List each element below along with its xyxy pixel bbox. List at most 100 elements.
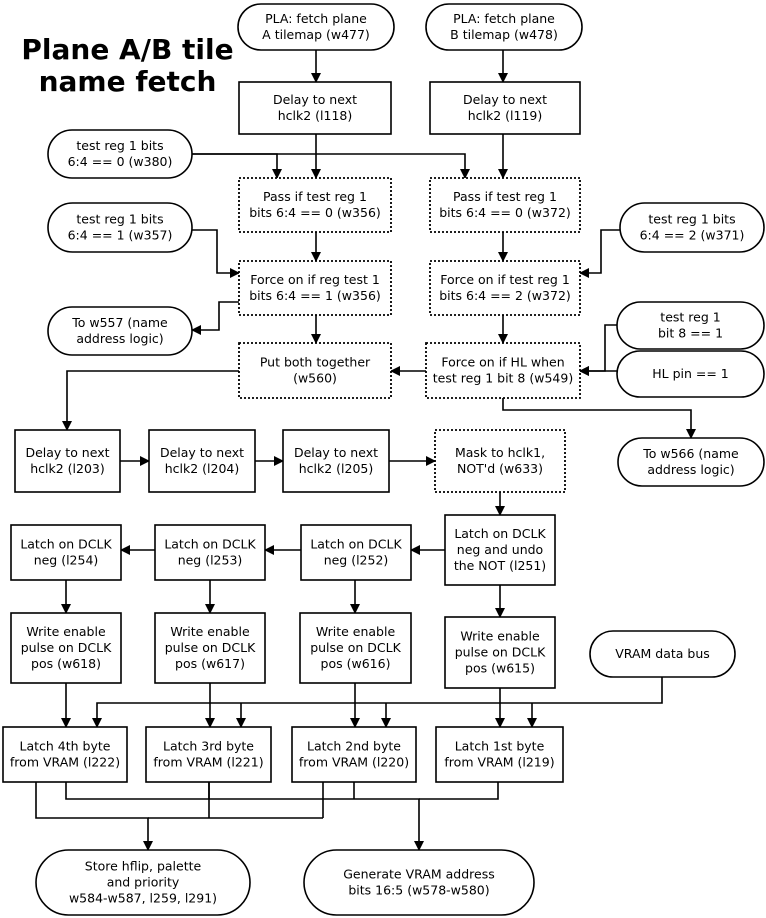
node-shape: [291, 726, 417, 783]
node-shape: [299, 612, 412, 684]
node-shape: [238, 177, 392, 233]
node-label-line: pulse on DCLK: [310, 640, 401, 655]
node-label-line: Put both together: [260, 355, 371, 370]
node-label-line: Latch on DCLK: [164, 537, 256, 552]
title-line-2: name fetch: [38, 65, 217, 98]
node-shape: [238, 260, 392, 316]
node-mask-w633: Mask to hclk1,NOT'd (w633): [434, 429, 566, 493]
node-label-line: test reg 1: [660, 310, 720, 325]
connector-test_w380-to-pass_w372: [192, 153, 470, 179]
node-label-line: A tilemap (w477): [262, 27, 370, 42]
node-label-line: PLA: fetch plane: [453, 11, 555, 26]
node-label-line: pulse on DCLK: [455, 645, 546, 660]
node-shape: [47, 202, 193, 253]
node-shape: [35, 849, 251, 916]
node-shape: [429, 177, 581, 233]
connector-test_w380-to-pass_w356: [192, 153, 282, 179]
node-label-line: hclk2 (l119): [468, 108, 543, 123]
node-label-line: Delay to next: [160, 445, 244, 460]
node-shape: [282, 429, 390, 493]
node-label-line: hclk2 (l205): [299, 461, 374, 476]
node-label-line: HL pin == 1: [652, 366, 729, 381]
node-shape: [148, 429, 256, 493]
node-shape: [2, 726, 128, 783]
connector-force_hl_w549-to-to_w566: [502, 398, 696, 439]
node-shape: [444, 616, 556, 689]
node-label-line: test reg 1 bit 8 (w549): [433, 371, 573, 386]
node-label-line: neg (l252): [324, 553, 389, 568]
connector-both_w560-to-delay_l203: [62, 370, 239, 431]
node-label-line: bit 8 == 1: [658, 326, 723, 341]
node-label-line: address logic): [76, 331, 163, 346]
node-label-line: 6:4 == 2 (w371): [640, 228, 745, 243]
node-label-line: w584-w587, l259, l291): [69, 891, 217, 906]
node-shape: [10, 612, 122, 684]
node-label-line: Latch 3rd byte: [163, 739, 254, 754]
node-shape: [429, 81, 581, 135]
node-label-line: B tilemap (w478): [450, 27, 558, 42]
node-label-line: Generate VRAM address: [343, 867, 495, 882]
node-label-line: Latch 4th byte: [20, 739, 111, 754]
node-label-line: 6:4 == 1 (w357): [68, 228, 173, 243]
node-shape: [444, 514, 556, 586]
node-label-line: pos (w618): [31, 656, 101, 671]
node-label-line: pos (w617): [175, 656, 245, 671]
node-label-line: bits 6:4 == 0 (w372): [439, 205, 571, 220]
node-shape: [14, 429, 121, 493]
node-label-line: address logic): [647, 462, 734, 477]
connector-test_w357-to-force_w356: [192, 229, 240, 278]
node-label-line: Write enable: [170, 624, 250, 639]
node-label-line: VRAM data bus: [615, 646, 710, 661]
connector-byte4_l222-to-gen_vram_addr: [65, 782, 424, 851]
node-label-line: Latch on DCLK: [310, 537, 402, 552]
node-label-line: from VRAM (l222): [10, 755, 120, 770]
node-label-line: (w560): [293, 371, 337, 386]
node-shape: [10, 524, 122, 581]
node-shape: [154, 524, 266, 581]
node-label-line: Force on if reg test 1: [250, 272, 380, 287]
node-label-line: Store hflip, palette: [85, 859, 202, 874]
node-label-line: test reg 1 bits: [648, 212, 735, 227]
node-label-line: hclk2 (l203): [30, 461, 105, 476]
node-shape: [619, 202, 765, 253]
node-shape: [434, 429, 566, 493]
connector-test_w371-to-force_w372: [579, 229, 620, 278]
node-label-line: Latch on DCLK: [454, 526, 546, 541]
node-shape: [425, 3, 583, 51]
node-label-line: pos (w615): [465, 661, 535, 676]
node-label-line: and priority: [107, 875, 180, 890]
node-label-line: Latch on DCLK: [20, 537, 112, 552]
node-label-line: To w566 (name: [642, 446, 739, 461]
node-label-line: bits 16:5 (w578-w580): [348, 883, 489, 898]
node-label-line: Delay to next: [25, 445, 109, 460]
node-both-w560: Put both together(w560): [238, 342, 392, 399]
node-label-line: from VRAM (l220): [299, 755, 409, 770]
node-shape: [300, 524, 412, 581]
node-label-line: 6:4 == 0 (w380): [68, 154, 173, 169]
connector-force_w356-to-to_w557: [191, 301, 239, 335]
node-label-line: neg (l253): [178, 553, 243, 568]
node-shape: [435, 726, 564, 783]
node-shape: [616, 350, 765, 398]
node-shape: [238, 81, 392, 135]
node-label-line: Delay to next: [294, 445, 378, 460]
node-shape: [616, 301, 765, 350]
node-shape: [589, 630, 736, 678]
node-label-line: NOT'd (w633): [457, 461, 543, 476]
node-label-line: bits 6:4 == 2 (w372): [439, 288, 571, 303]
